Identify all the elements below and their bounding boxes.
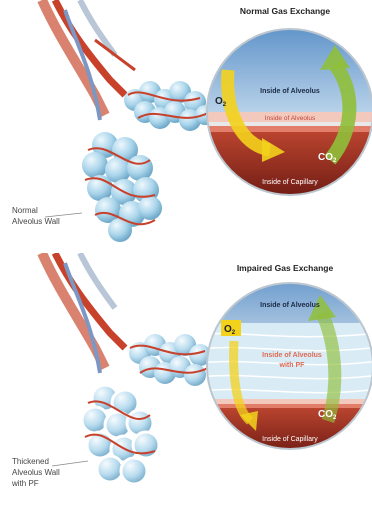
normal-side-label-line2: Alveolus Wall: [12, 216, 60, 227]
impaired-gas-exchange-panel: Impaired Gas Exchange: [0, 253, 372, 506]
impaired-side-label-line3: with PF: [12, 478, 60, 489]
impaired-membrane-label-2: with PF: [279, 362, 306, 369]
alveolar-sac: [82, 132, 162, 242]
normal-gas-exchange-panel: Normal Gas Exchange: [0, 0, 372, 253]
impaired-upper-alveolar-cluster: [129, 334, 211, 386]
impaired-bronchiole-tree: [42, 253, 125, 373]
normal-side-label-line1: Normal: [12, 205, 60, 216]
impaired-bottom-label: Inside of Capillary: [262, 436, 318, 443]
normal-membrane-label: Inside of Alveolus: [265, 115, 316, 122]
impaired-side-label-line2: Alveolus Wall: [12, 467, 60, 478]
impaired-side-label-line1: Thickened: [12, 456, 60, 467]
upper-alveolar-cluster: [124, 81, 215, 131]
impaired-alveolar-sac: [82, 385, 159, 484]
normal-bottom-label: Inside of Capillary: [262, 179, 318, 186]
impaired-top-label: Inside of Alveolus: [260, 302, 320, 309]
impaired-side-label: Thickened Alveolus Wall with PF: [12, 456, 60, 489]
bronchiole-tree: [42, 0, 135, 120]
impaired-membrane-label-1: Inside of Alveolus: [262, 352, 322, 359]
normal-side-label: Normal Alveolus Wall: [12, 205, 60, 227]
normal-top-label: Inside of Alveolus: [260, 88, 320, 95]
